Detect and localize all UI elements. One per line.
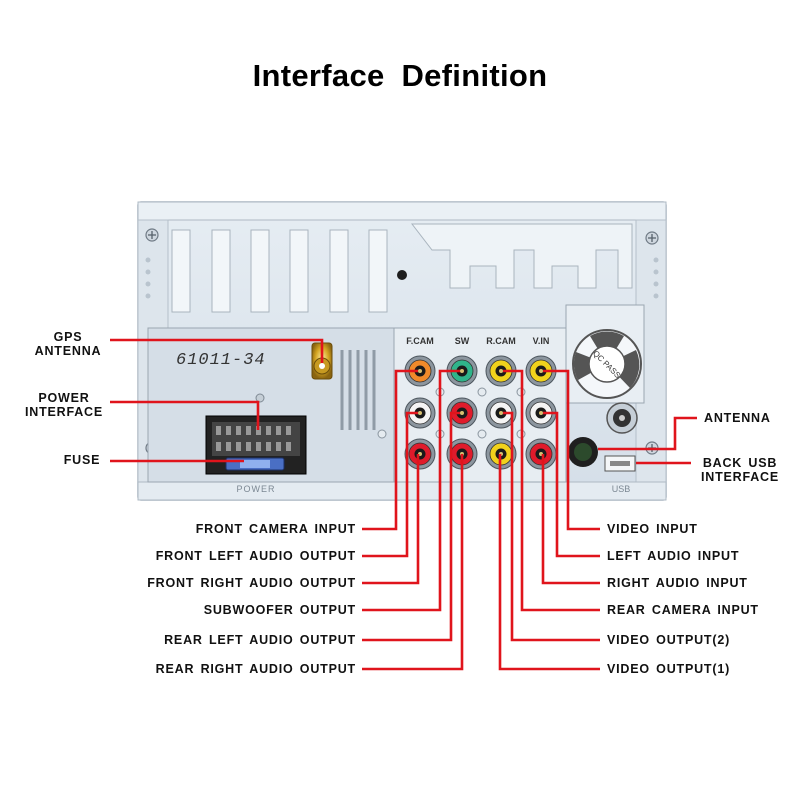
label-usb-line1: BACK USB xyxy=(702,456,778,470)
leader-power-interface xyxy=(110,400,260,430)
label-power-line1: POWER xyxy=(38,391,90,405)
vent-slots xyxy=(171,223,633,313)
label-video-input: VIDEO INPUT xyxy=(607,522,698,536)
av-header-fcam: F.CAM xyxy=(406,336,434,346)
label-back-usb: BACK USB INTERFACE xyxy=(694,456,786,484)
av-header-vin: V.IN xyxy=(533,336,550,346)
power-label: POWER xyxy=(236,484,275,494)
label-gps-line2: ANTENNA xyxy=(34,344,102,358)
rca-left-audio-input xyxy=(525,397,557,429)
label-power-interface: POWER INTERFACE xyxy=(20,391,108,419)
leader-front-camera xyxy=(362,369,418,531)
leader-right-audio-input xyxy=(541,454,600,585)
label-antenna-line1: ANTENNA xyxy=(704,411,771,425)
panel-nub xyxy=(477,429,487,439)
leader-video-output-2 xyxy=(503,411,600,642)
leader-antenna xyxy=(598,416,697,451)
leader-rear-right-audio xyxy=(362,454,464,671)
label-left-audio-input: LEFT AUDIO INPUT xyxy=(607,549,740,563)
leader-front-right-audio xyxy=(362,454,420,585)
label-front-left-audio-output: FRONT LEFT AUDIO OUTPUT xyxy=(155,549,356,563)
fan-module: QC PASS xyxy=(565,304,645,404)
label-right-audio-input: RIGHT AUDIO INPUT xyxy=(607,576,748,590)
rca-video-output-2 xyxy=(485,397,517,429)
label-gps-antenna: GPS ANTENNA xyxy=(28,330,108,358)
leader-video-input xyxy=(543,369,600,531)
leader-rear-camera-input xyxy=(503,369,600,612)
panel-nub xyxy=(377,429,387,439)
radio-antenna-connector xyxy=(606,402,638,434)
av-header-rcam: R.CAM xyxy=(486,336,516,346)
leader-gps-antenna xyxy=(110,338,324,363)
label-power-line2: INTERFACE xyxy=(24,405,104,419)
leader-left-audio-input xyxy=(543,411,600,558)
leader-subwoofer xyxy=(362,369,460,612)
leader-rear-left-audio xyxy=(362,411,460,642)
rca-rear-camera-input xyxy=(485,355,517,387)
aux-port xyxy=(568,437,598,467)
rca-front-right-audio-output xyxy=(404,438,436,470)
rca-jack-grid xyxy=(377,355,557,470)
power-connector: POWER xyxy=(205,393,307,494)
leader-video-output-1 xyxy=(498,454,600,671)
rca-front-left-audio-output xyxy=(404,397,436,429)
label-front-right-audio-output: FRONT RIGHT AUDIO OUTPUT xyxy=(147,576,356,590)
mount-hole xyxy=(397,270,407,280)
rca-video-input xyxy=(525,355,557,387)
rca-right-audio-input xyxy=(525,438,557,470)
leader-lines xyxy=(110,338,697,671)
page-title: Interface Definition xyxy=(252,58,548,93)
rca-front-camera-input xyxy=(404,355,436,387)
av-header-sw: SW xyxy=(455,336,470,346)
label-video-output-2: VIDEO OUTPUT(2) xyxy=(607,633,731,647)
label-fuse-line1: FUSE xyxy=(63,453,101,467)
panel-nub xyxy=(477,387,487,397)
usb-label: USB xyxy=(612,484,631,494)
label-fuse: FUSE xyxy=(52,453,112,467)
board-code: 61011-34 xyxy=(176,351,266,370)
rca-rear-left-audio-output xyxy=(446,397,478,429)
label-rear-camera-input: REAR CAMERA INPUT xyxy=(607,603,759,617)
label-rear-right-audio-output: REAR RIGHT AUDIO OUTPUT xyxy=(155,662,356,676)
label-front-camera-input: FRONT CAMERA INPUT xyxy=(195,522,356,536)
label-usb-line2: INTERFACE xyxy=(700,470,780,484)
label-antenna: ANTENNA xyxy=(704,411,771,425)
usb-port: USB xyxy=(604,455,636,494)
label-gps-line1: GPS xyxy=(53,330,83,344)
leader-front-left-audio xyxy=(362,411,418,558)
label-rear-left-audio-output: REAR LEFT AUDIO OUTPUT xyxy=(164,633,356,647)
label-video-output-1: VIDEO OUTPUT(1) xyxy=(607,662,731,676)
label-subwoofer-output: SUBWOOFER OUTPUT xyxy=(203,603,356,617)
